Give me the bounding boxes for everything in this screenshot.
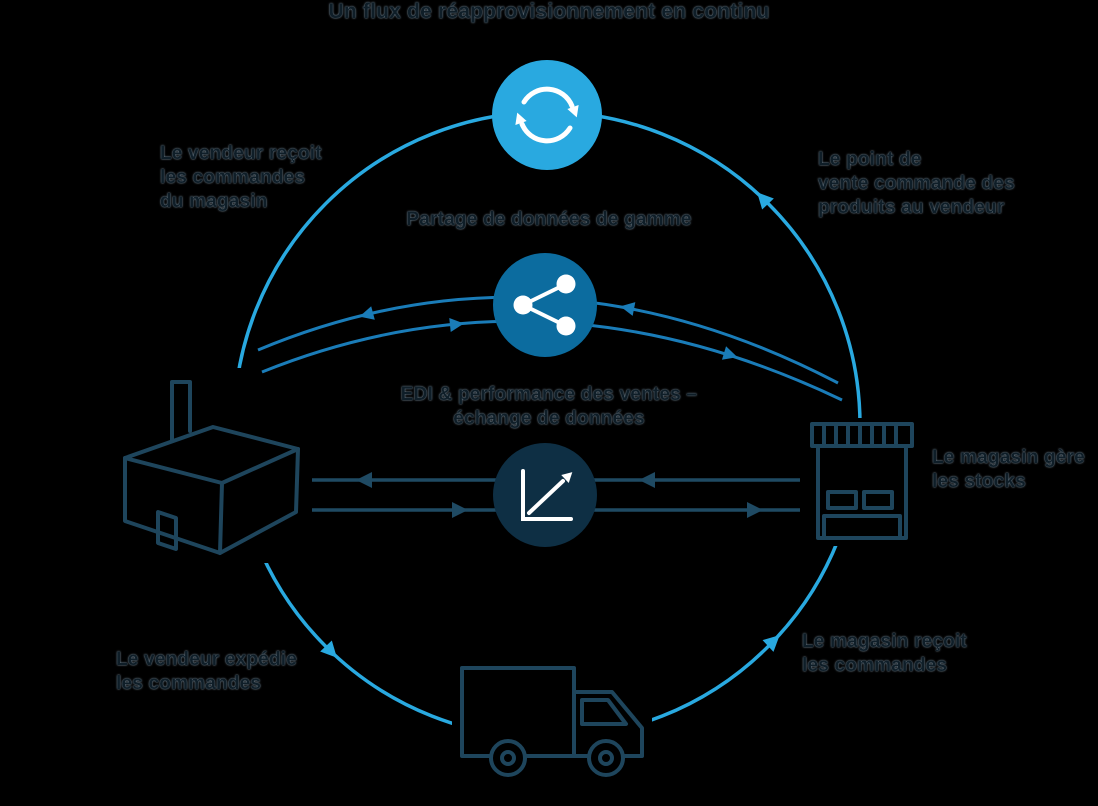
label-edi-exchange: EDI & performance des ventes – échange d… <box>0 383 1098 431</box>
label-store-receives: Le magasin reçoit les commandes <box>802 630 1032 678</box>
label-line: les commandes <box>802 655 948 676</box>
label-line: Le magasin gère <box>932 447 1085 468</box>
refresh-cycle-icon <box>492 60 602 170</box>
label-line: vente commande des <box>818 173 1015 194</box>
cycle-arrowheads <box>320 192 780 658</box>
label-store-manages: Le magasin gère les stocks <box>932 446 1092 494</box>
share-nodes-icon <box>493 253 597 357</box>
label-vendor-ships: Le vendeur expédie les commandes <box>116 648 346 696</box>
label-store-orders: Le point de vente commande des produits … <box>818 148 1068 220</box>
label-line: EDI & performance des ventes – <box>400 384 698 405</box>
label-line: les stocks <box>932 471 1026 492</box>
label-line: Le vendeur expédie <box>116 649 298 670</box>
label-line: les commandes <box>160 167 306 188</box>
label-line: produits au vendeur <box>818 197 1005 218</box>
label-vendor-receives: Le vendeur reçoit les commandes du magas… <box>160 142 400 214</box>
label-line: Le vendeur reçoit <box>160 143 322 164</box>
label-assortment-data: Partage de données de gamme <box>406 209 692 230</box>
label-line: Le magasin reçoit <box>802 631 967 652</box>
storefront-icon <box>810 422 914 540</box>
assortment-arc-arrowheads <box>359 302 738 360</box>
label-line: Le point de <box>818 149 922 170</box>
delivery-truck-icon <box>460 666 644 777</box>
label-line: du magasin <box>160 191 268 212</box>
label-line: les commandes <box>116 673 262 694</box>
diagram-title: Un flux de réapprovisionnement en contin… <box>328 0 770 23</box>
line-chart-icon <box>493 443 597 547</box>
edi-exchange-arrowheads <box>356 472 763 518</box>
factory-icon <box>123 380 300 555</box>
label-line: échange de données <box>453 408 645 429</box>
